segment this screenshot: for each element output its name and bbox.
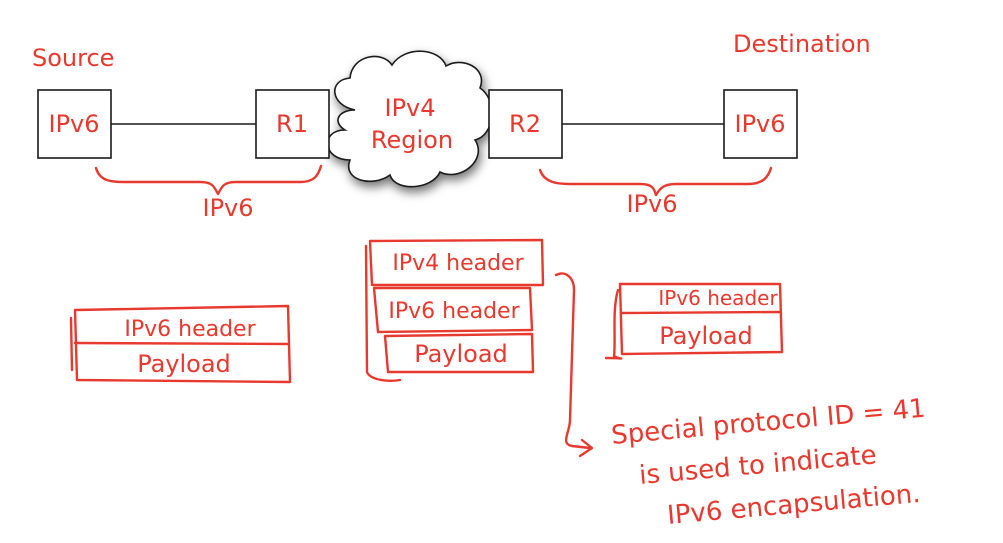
router-r1-node: R1 [255, 89, 330, 159]
dest-host-label: IPv6 [734, 110, 785, 138]
note-line-1: Special protocol ID = 41 [610, 394, 927, 451]
cloud-label-line2: Region [371, 126, 453, 154]
source-host-node: IPv6 [37, 89, 112, 159]
right-packet-payload: Payload [659, 322, 753, 350]
note-pointer-arrowhead [578, 438, 594, 458]
dest-host-node: IPv6 [723, 89, 798, 159]
right-packet-header: IPv6 header [658, 286, 778, 310]
source-label: Source [32, 44, 114, 72]
right-ipv6-brace [538, 166, 773, 197]
middle-packet-inner-header: IPv6 header [388, 299, 520, 324]
middle-packet-payload: Payload [414, 340, 508, 368]
note-line-2: is used to indicate [638, 440, 878, 491]
router-r2-label: R2 [509, 110, 541, 138]
left-packet: IPv6 header Payload [69, 304, 292, 384]
ipv4-region-cloud: IPv4 Region [326, 50, 493, 188]
middle-packet-outer-header: IPv4 header [392, 251, 524, 276]
left-segment-label: IPv6 [202, 194, 253, 222]
left-packet-payload: Payload [137, 350, 231, 378]
source-host-label: IPv6 [48, 110, 99, 138]
router-r1-label: R1 [276, 110, 308, 138]
left-packet-header: IPv6 header [124, 317, 256, 342]
router-r2-node: R2 [488, 89, 563, 159]
left-ipv6-brace [94, 164, 323, 196]
destination-label: Destination [733, 30, 871, 58]
note-line-3: IPv6 encapsulation. [666, 479, 922, 531]
right-segment-label: IPv6 [626, 190, 677, 218]
cloud-label-line1: IPv4 [384, 94, 435, 122]
encapsulated-packet: IPv4 header IPv6 header Payload [364, 238, 545, 382]
note-pointer-arrow [554, 272, 592, 450]
right-packet: IPv6 header Payload [604, 282, 784, 360]
